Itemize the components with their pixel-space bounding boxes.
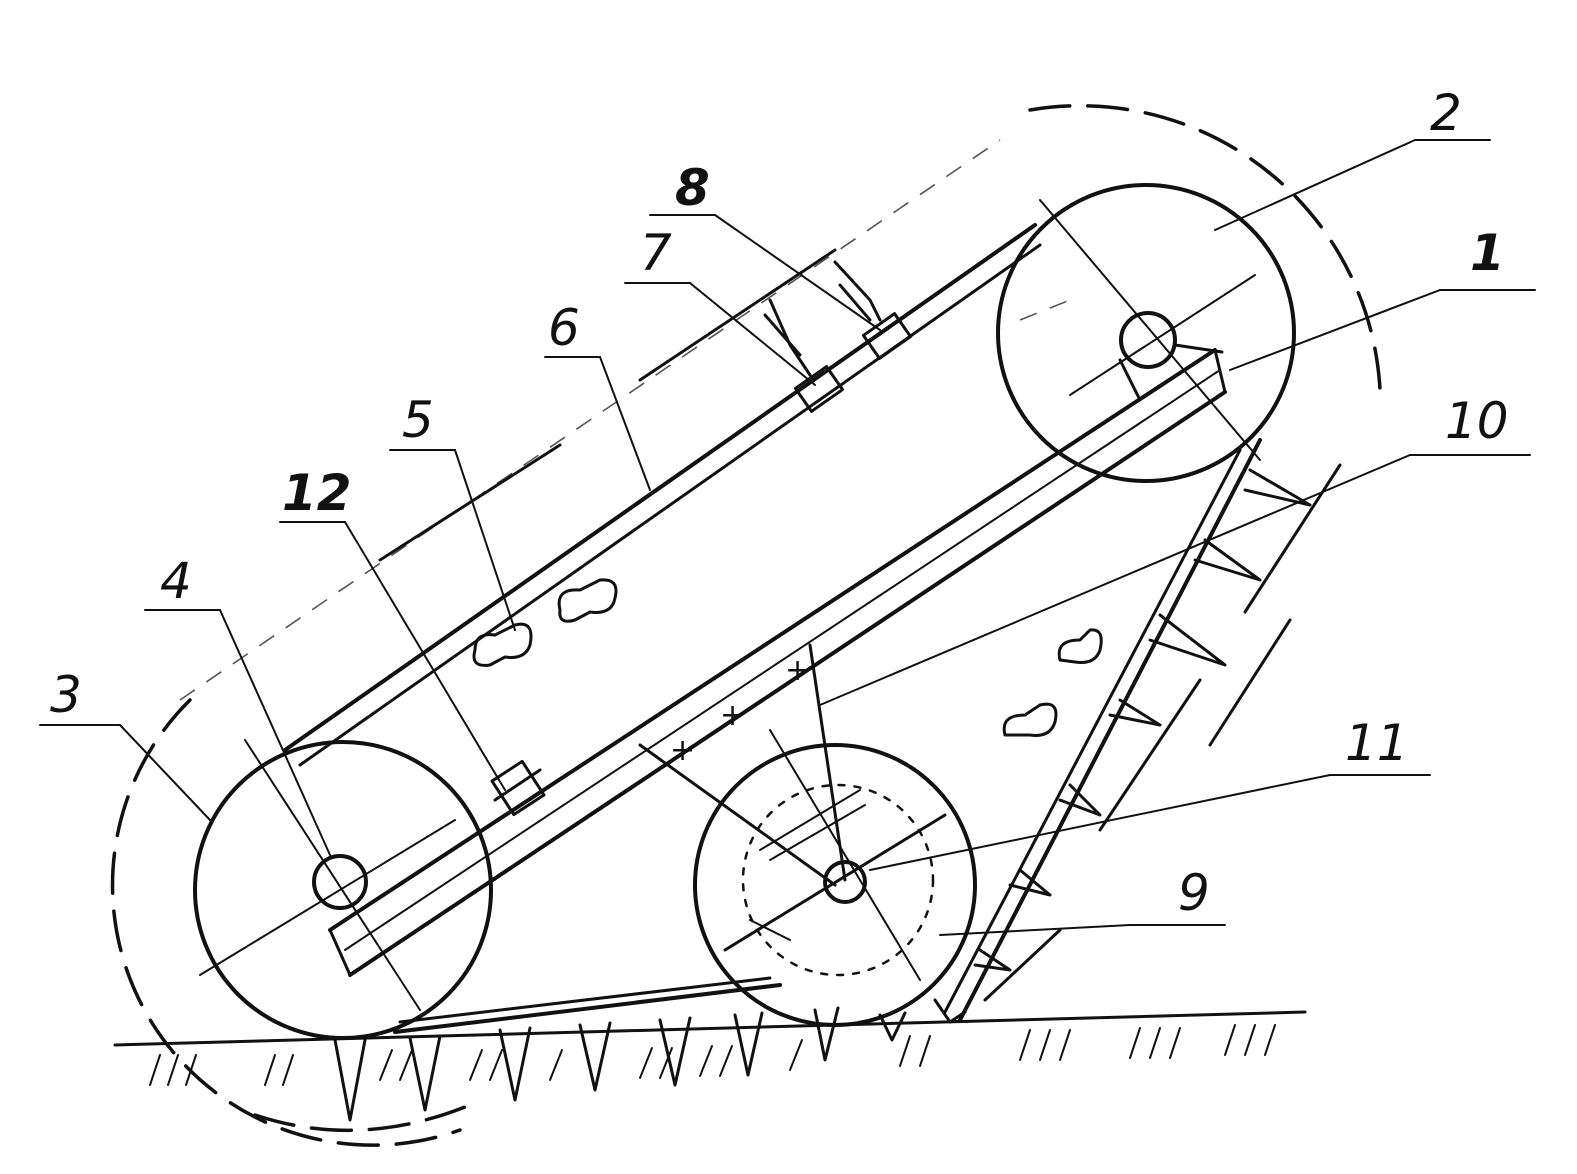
leader-lines: [39, 139, 1536, 936]
chain-links: [472, 578, 1103, 737]
idler-bracket: + + +: [638, 643, 866, 887]
upper-clamp-7: [793, 365, 845, 413]
ground-spikes: [253, 998, 967, 1132]
svg-text:+: +: [670, 733, 695, 768]
top-wheel: [996, 183, 1296, 483]
label-10: 10: [1445, 392, 1509, 450]
label-7: 7: [640, 224, 672, 282]
label-3: 3: [50, 666, 82, 724]
dashed-path-arcs: [110, 104, 1382, 1147]
label-4: 4: [160, 552, 192, 610]
label-6: 6: [548, 299, 580, 357]
top-axle: [1119, 311, 1177, 369]
beam-clamp-12: [490, 759, 546, 817]
svg-text:+: +: [720, 698, 745, 733]
label-9: 9: [1178, 864, 1210, 922]
label-12: 12: [282, 464, 352, 522]
front-spikes: [973, 463, 1342, 1002]
upper-clamp-8: [861, 312, 913, 360]
front-belt: [943, 438, 1262, 1022]
left-axle: [312, 854, 368, 910]
label-5: 5: [402, 391, 434, 449]
idler-axle: [823, 860, 867, 904]
label-2: 2: [1430, 84, 1462, 142]
label-8: 8: [675, 159, 710, 217]
svg-text:+: +: [785, 653, 810, 688]
part-labels: 2 1 10 11 9 8 7 6 5 12 4 3: [50, 84, 1509, 922]
ground: [113, 1010, 1307, 1086]
label-1: 1: [1470, 224, 1505, 282]
frame-beam: [328, 348, 1227, 977]
upper-belt: [283, 223, 1042, 767]
label-11: 11: [1345, 714, 1409, 772]
upper-spikes: [378, 248, 913, 562]
left-wheel: [193, 739, 493, 1040]
bottom-belt: [393, 976, 782, 1034]
